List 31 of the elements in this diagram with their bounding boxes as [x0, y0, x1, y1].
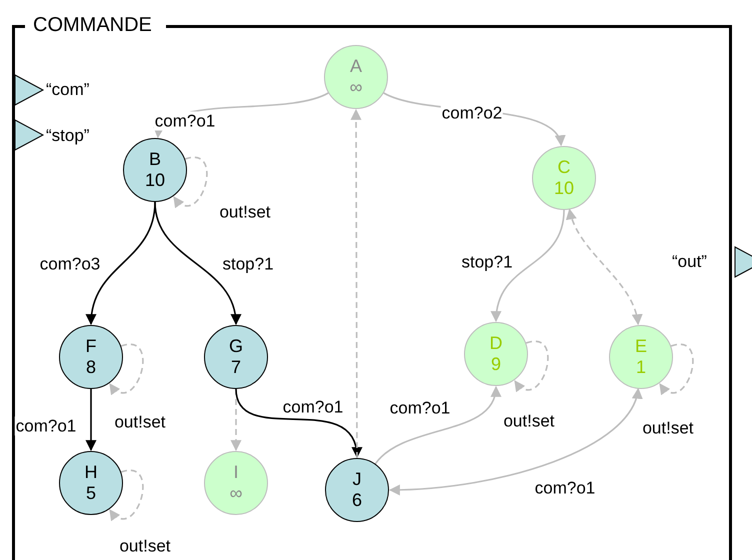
transition-arrow: [492, 210, 565, 322]
state-circle: A ∞: [324, 45, 388, 109]
state-circle: B 10: [123, 138, 187, 202]
state-circle: H 5: [59, 451, 123, 515]
state-circle: E 1: [609, 325, 673, 389]
edge-label: stop?1: [221, 254, 275, 274]
transition-arrow: [388, 388, 641, 496]
transition-arrow: [86, 202, 156, 326]
transition-arrow: [566, 208, 642, 326]
self-loop-arrow: [659, 344, 694, 395]
port-label: “com”: [46, 80, 90, 99]
state-circle: G 7: [204, 325, 268, 389]
transition-arrow: [235, 388, 361, 458]
state-circle: D 9: [464, 322, 528, 386]
transition-arrow: [86, 389, 96, 452]
transition-arrow: [350, 108, 362, 458]
state-circle: C 10: [532, 146, 596, 210]
state-circle: J 6: [325, 458, 389, 522]
transition-arrow: [154, 202, 240, 326]
transition-arrow: [230, 389, 242, 452]
edge-label: com?o1: [154, 112, 216, 130]
self-loop-arrow: [173, 156, 208, 208]
self-loop-arrow: [514, 340, 548, 392]
state-circle: I ∞: [204, 451, 268, 515]
edge-label: stop?1: [460, 252, 514, 272]
self-loop-arrow: [109, 344, 144, 395]
transition-arrow: [374, 386, 500, 464]
port-label: “out”: [672, 252, 707, 271]
self-loop-arrow: [109, 470, 144, 521]
port-label: “stop”: [46, 126, 90, 145]
state-circle: F 8: [59, 325, 123, 389]
